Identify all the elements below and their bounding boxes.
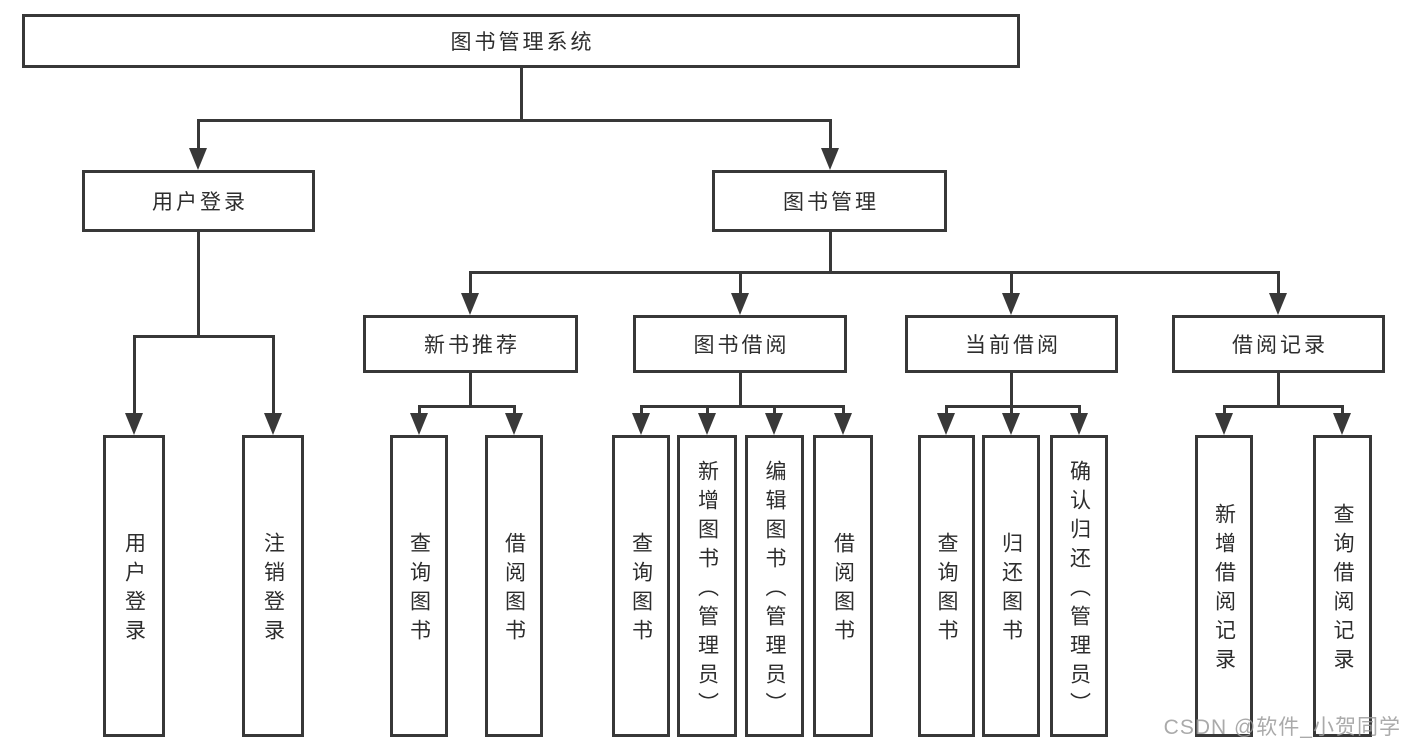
connector-line <box>1223 405 1226 419</box>
node-book-borrow: 图书借阅 <box>633 315 847 373</box>
leaf-user-login: 用户登录 <box>103 435 165 737</box>
connector-arrowhead <box>834 413 852 435</box>
node-user-login: 用户登录 <box>82 170 315 232</box>
connector-line <box>469 271 472 299</box>
connector-line <box>829 119 832 155</box>
connector-arrowhead <box>632 413 650 435</box>
connector-arrowhead <box>1002 293 1020 315</box>
leaf-borrow-borrow: 借阅图书 <box>813 435 873 737</box>
leaf-newbook-borrow: 借阅图书 <box>485 435 543 737</box>
connector-arrowhead <box>125 413 143 435</box>
connector-line <box>133 335 136 419</box>
connector-line <box>640 405 643 419</box>
node-book-management: 图书管理 <box>712 170 947 232</box>
connector-arrowhead <box>731 293 749 315</box>
leaf-current-query: 查询图书 <box>918 435 975 737</box>
connector-line <box>945 405 1081 408</box>
connector-line <box>469 373 472 407</box>
connector-line <box>829 232 832 273</box>
leaf-borrow-query: 查询图书 <box>612 435 670 737</box>
connector-line <box>739 271 742 299</box>
node-new-book-recommend: 新书推荐 <box>363 315 578 373</box>
connector-line <box>1078 405 1081 419</box>
connector-line <box>520 68 523 121</box>
connector-arrowhead <box>505 413 523 435</box>
connector-line <box>739 373 742 407</box>
connector-arrowhead <box>1002 413 1020 435</box>
leaf-current-confirm-admin: 确认归还（管理员） <box>1050 435 1108 737</box>
connector-line <box>197 119 832 122</box>
connector-arrowhead <box>1333 413 1351 435</box>
connector-arrowhead <box>821 148 839 170</box>
connector-arrowhead <box>1269 293 1287 315</box>
connector-line <box>197 232 200 337</box>
connector-line <box>1223 405 1343 408</box>
connector-arrowhead <box>189 148 207 170</box>
leaf-current-return: 归还图书 <box>982 435 1040 737</box>
leaf-borrow-edit-admin: 编辑图书（管理员） <box>745 435 804 737</box>
connector-line <box>706 405 709 419</box>
connector-line <box>1277 373 1280 407</box>
leaf-newbook-query: 查询图书 <box>390 435 448 737</box>
connector-line <box>640 405 844 408</box>
connector-line <box>197 119 200 155</box>
connector-line <box>945 405 948 419</box>
connector-line <box>1277 271 1280 299</box>
connector-line <box>1010 405 1013 419</box>
connector-arrowhead <box>1215 413 1233 435</box>
node-root: 图书管理系统 <box>22 14 1020 68</box>
leaf-record-add: 新增借阅记录 <box>1195 435 1253 737</box>
leaf-borrow-add-admin: 新增图书（管理员） <box>677 435 737 737</box>
connector-arrowhead <box>1070 413 1088 435</box>
connector-arrowhead <box>410 413 428 435</box>
connector-arrowhead <box>264 413 282 435</box>
node-borrow-record: 借阅记录 <box>1172 315 1385 373</box>
connector-line <box>773 405 776 419</box>
connector-line <box>513 405 516 419</box>
connector-line <box>469 271 1280 274</box>
connector-arrowhead <box>937 413 955 435</box>
connector-arrowhead <box>698 413 716 435</box>
connector-arrowhead <box>765 413 783 435</box>
connector-line <box>1010 373 1013 407</box>
connector-line <box>418 405 421 419</box>
connector-line <box>1010 271 1013 299</box>
connector-line <box>418 405 516 408</box>
leaf-logout: 注销登录 <box>242 435 304 737</box>
node-current-borrow: 当前借阅 <box>905 315 1118 373</box>
connector-line <box>842 405 845 419</box>
leaf-record-query: 查询借阅记录 <box>1313 435 1372 737</box>
connector-line <box>133 335 274 338</box>
connector-line <box>1341 405 1344 419</box>
connector-arrowhead <box>461 293 479 315</box>
connector-line <box>272 335 275 419</box>
